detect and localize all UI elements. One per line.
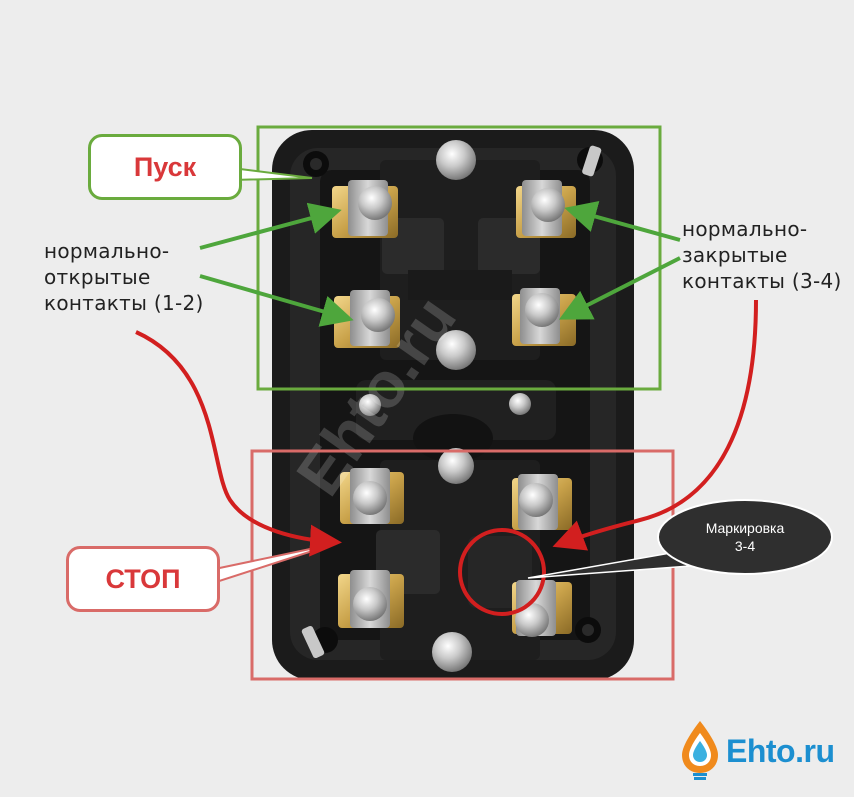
marking-bubble: Маркировка 3-4 <box>658 500 832 574</box>
middle-screw-right <box>509 393 531 415</box>
nc-contacts-label: нормально- закрытые контакты (3-4) <box>682 216 842 294</box>
no-label-line2: открытые <box>44 265 151 289</box>
marking-label-line2: 3-4 <box>734 538 756 554</box>
no-label-line1: нормально- <box>44 239 170 263</box>
stop-label: СТОП <box>105 563 181 594</box>
middle-screw-left <box>359 394 381 416</box>
no-contacts-label: нормально- открытые контакты (1-2) <box>44 238 204 316</box>
green-arrows <box>199 201 681 327</box>
drop-bulb-logo-icon <box>682 721 718 780</box>
brand-text: Ehto.ru <box>726 732 835 769</box>
brand-logo: Ehto.ru <box>678 716 848 786</box>
start-callout: Пуск <box>88 134 242 200</box>
marking-bubble-shape <box>527 499 833 579</box>
nc-label-line3: контакты (3-4) <box>682 269 842 293</box>
nc-label-line2: закрытые <box>682 243 788 267</box>
start-label: Пуск <box>133 151 197 182</box>
marking-label-line1: Маркировка <box>705 520 785 536</box>
mounting-holes <box>301 145 603 659</box>
no-label-line3: контакты (1-2) <box>44 291 204 315</box>
nc-label-line1: нормально- <box>682 217 808 241</box>
upper-contact-block <box>332 140 576 370</box>
start-frame <box>256 125 662 391</box>
marking-highlight-circle <box>458 528 546 616</box>
stop-callout: СТОП <box>66 546 220 612</box>
red-arrows <box>135 299 758 557</box>
